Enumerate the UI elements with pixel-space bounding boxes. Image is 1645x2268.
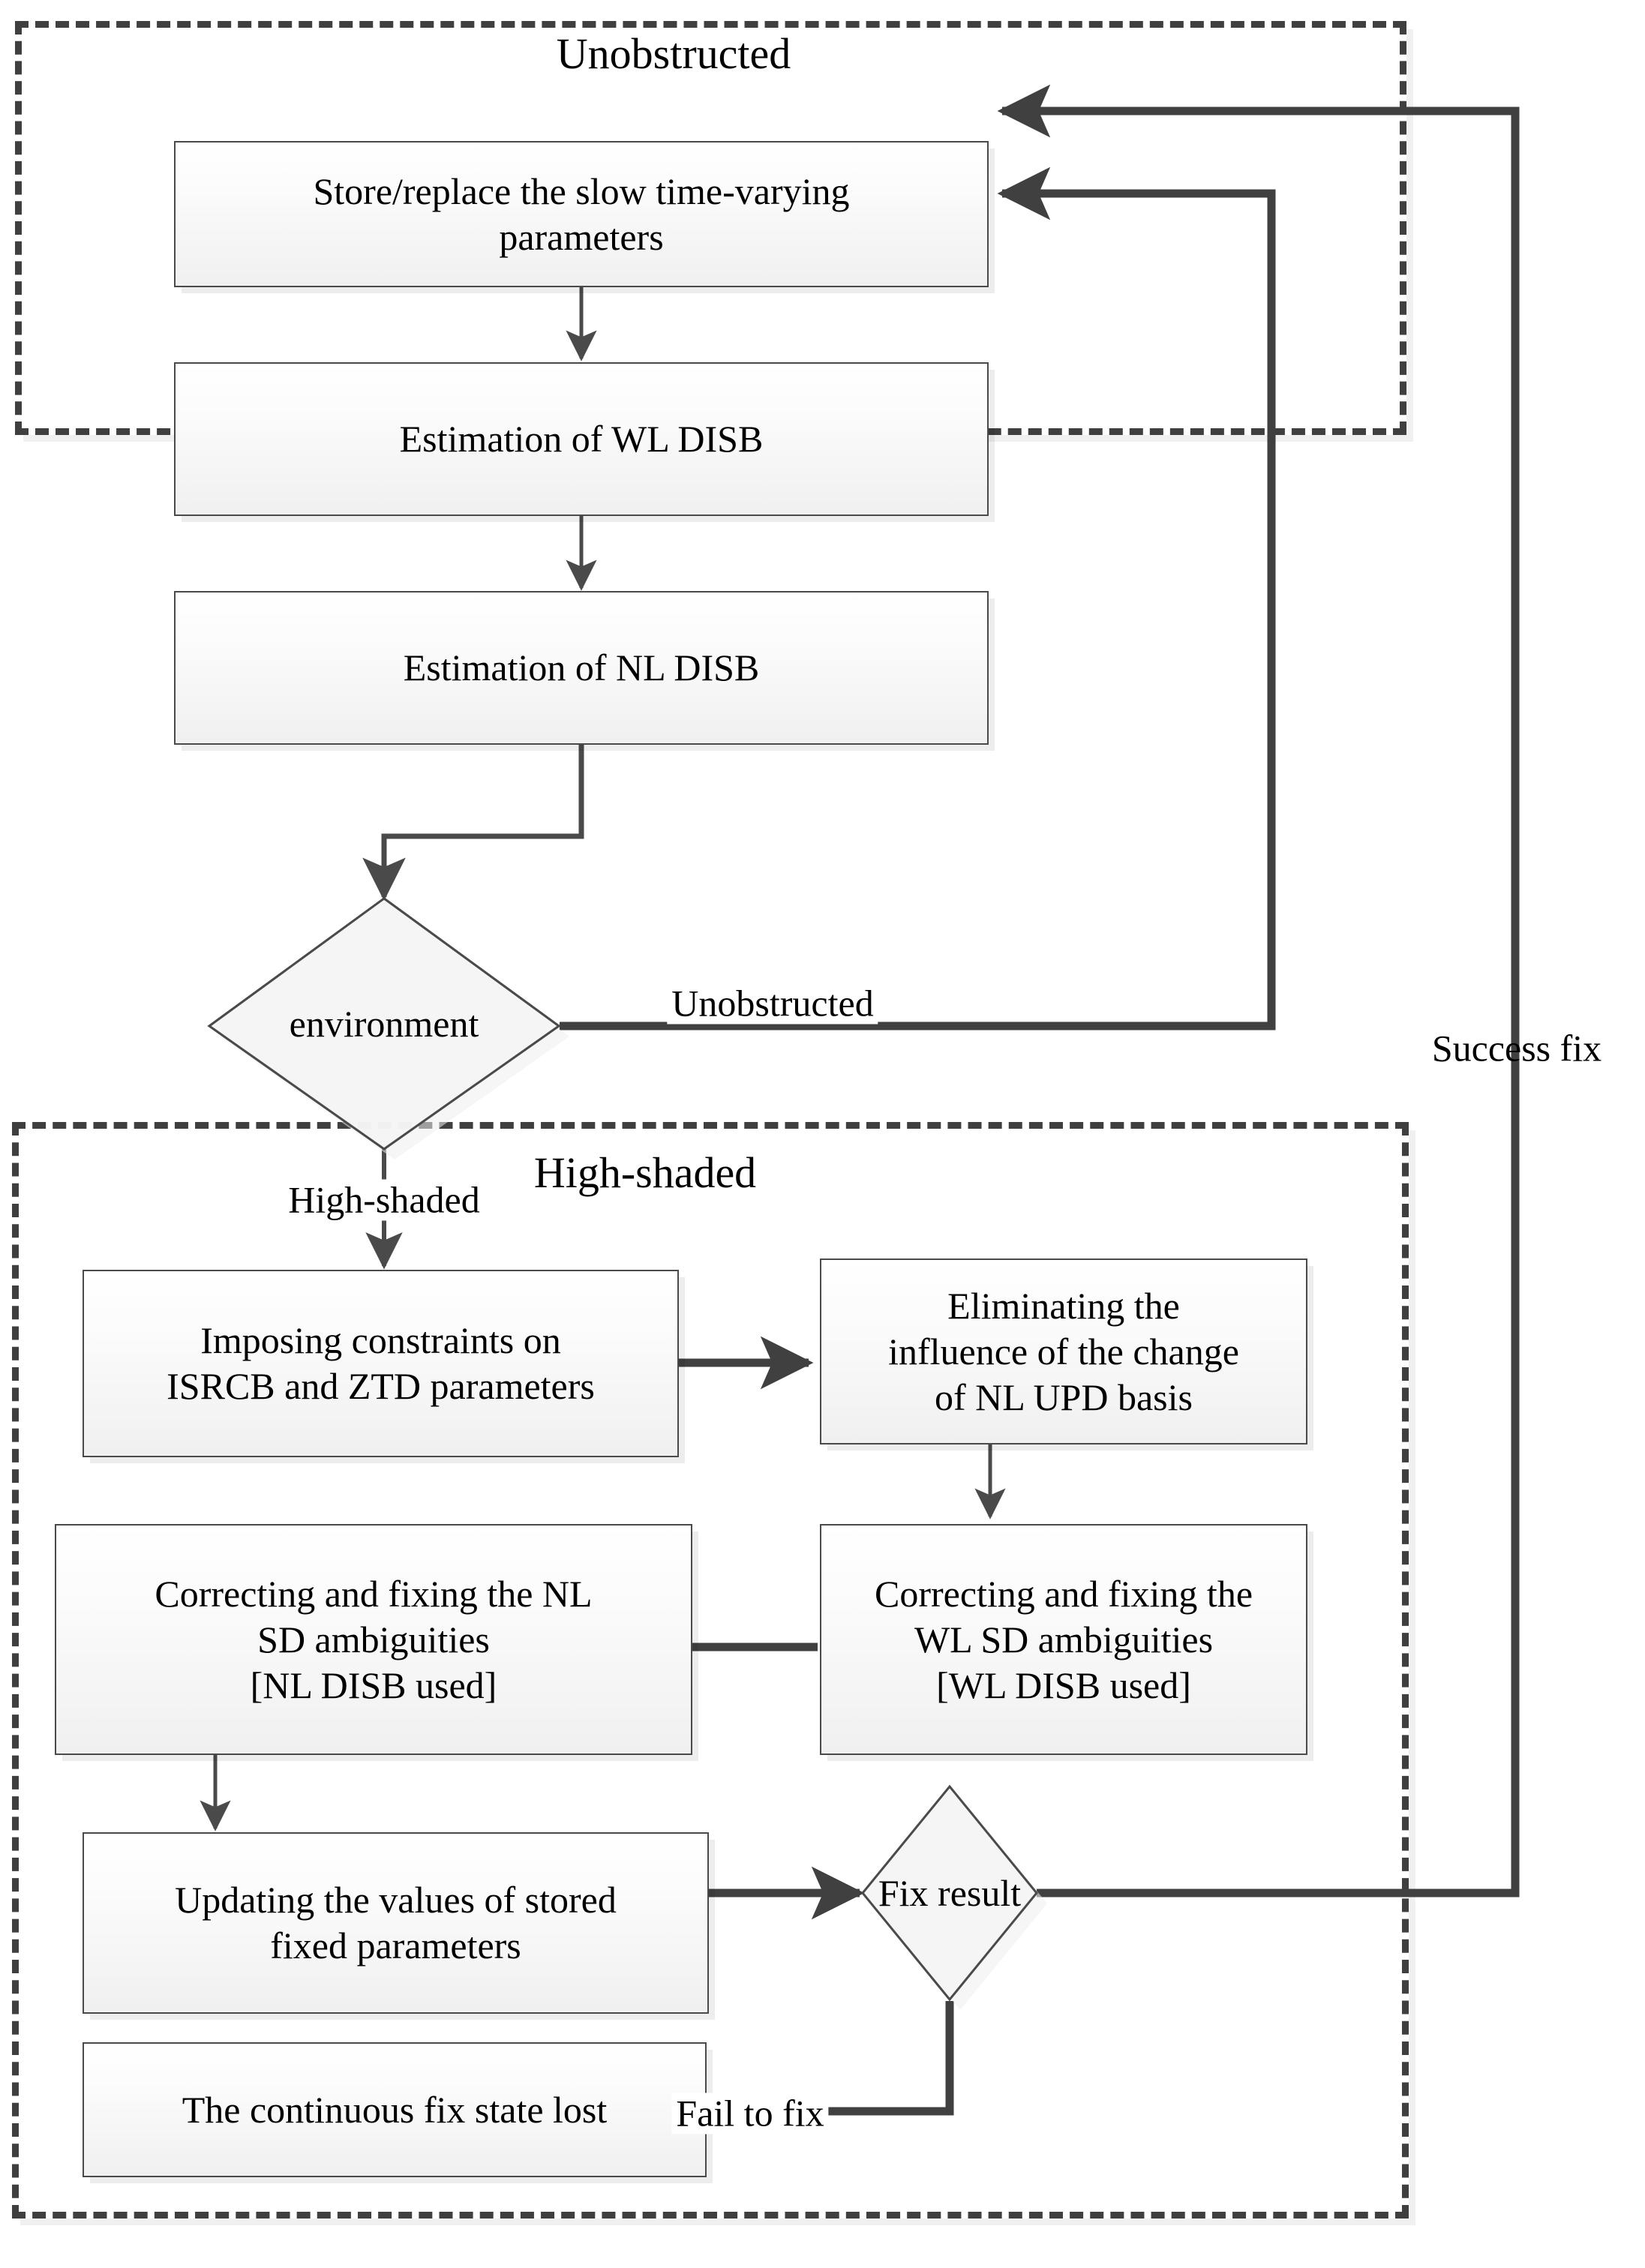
node-updating-values-label: Updating the values of stored fixed para… bbox=[175, 1879, 617, 1966]
node-eliminating-influence[interactable]: Eliminating the influence of the change … bbox=[820, 1258, 1307, 1444]
decision-fix-result-shape bbox=[861, 1784, 1047, 2010]
group-title-unobstructed: Unobstructed bbox=[556, 29, 791, 78]
node-store-replace-label: Store/replace the slow time-varying para… bbox=[313, 170, 850, 258]
decision-environment-shape bbox=[207, 897, 569, 1160]
group-title-high-shaded: High-shaded bbox=[533, 1148, 757, 1197]
group-box-high-shaded bbox=[12, 1122, 1409, 2218]
node-correcting-nl-label: Correcting and fixing the NL SD ambiguit… bbox=[155, 1572, 593, 1706]
node-imposing-constraints-label: Imposing constraints on ISRCB and ZTD pa… bbox=[167, 1319, 595, 1407]
node-imposing-constraints[interactable]: Imposing constraints on ISRCB and ZTD pa… bbox=[83, 1270, 679, 1457]
edge-label-high-shaded: High-shaded bbox=[284, 1179, 485, 1221]
node-estimation-wl-disb-label: Estimation of WL DISB bbox=[399, 418, 764, 460]
node-correcting-nl[interactable]: Correcting and fixing the NL SD ambiguit… bbox=[55, 1524, 692, 1755]
decision-environment[interactable]: environment bbox=[209, 898, 559, 1149]
edge-label-unobstructed: Unobstructed bbox=[667, 982, 878, 1024]
decision-fix-result[interactable]: Fix result bbox=[863, 1786, 1037, 2000]
decision-fix-result-label: Fix result bbox=[878, 1872, 1022, 1914]
node-estimation-wl-disb[interactable]: Estimation of WL DISB bbox=[174, 362, 989, 516]
edge-label-fail-to-fix: Fail to fix bbox=[671, 2092, 829, 2134]
node-updating-values[interactable]: Updating the values of stored fixed para… bbox=[83, 1832, 709, 2014]
edge-success-fix-feedback bbox=[997, 84, 1520, 1898]
edge-unobstructed-feedback bbox=[560, 166, 1276, 1030]
node-estimation-nl-disb-label: Estimation of NL DISB bbox=[403, 646, 760, 688]
node-eliminating-influence-label: Eliminating the influence of the change … bbox=[888, 1284, 1239, 1418]
node-continuous-fix-lost-label: The continuous fix state lost bbox=[182, 2088, 608, 2131]
decision-environment-label: environment bbox=[289, 1003, 479, 1045]
node-store-replace[interactable]: Store/replace the slow time-varying para… bbox=[174, 141, 989, 287]
edge-label-success-fix: Success fix bbox=[1431, 1027, 1602, 1070]
node-correcting-wl[interactable]: Correcting and fixing the WL SD ambiguit… bbox=[820, 1524, 1307, 1755]
node-continuous-fix-lost[interactable]: The continuous fix state lost bbox=[83, 2042, 707, 2177]
node-correcting-wl-label: Correcting and fixing the WL SD ambiguit… bbox=[874, 1572, 1253, 1706]
node-estimation-nl-disb[interactable]: Estimation of NL DISB bbox=[174, 591, 989, 745]
edge-nl-to-environment bbox=[362, 745, 584, 902]
